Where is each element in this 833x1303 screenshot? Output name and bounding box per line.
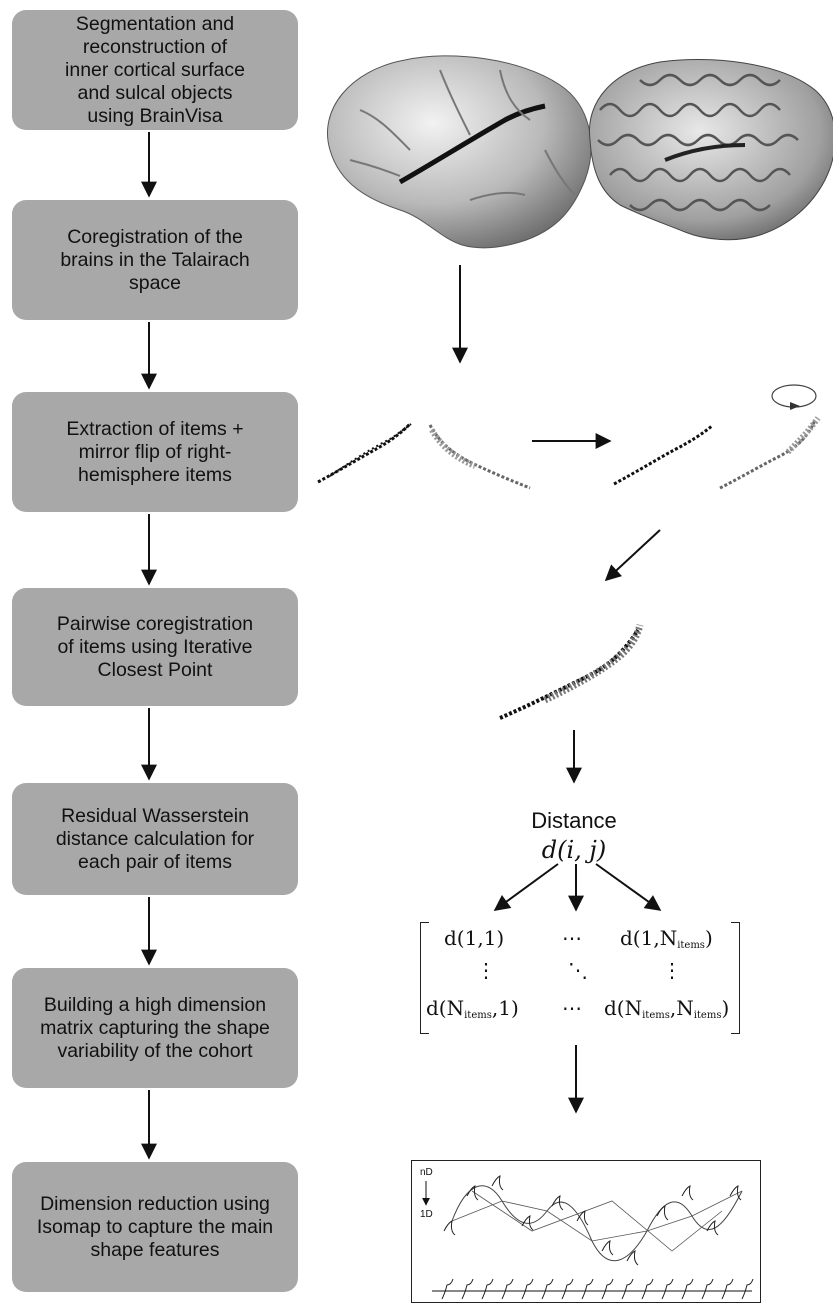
sulcus-item-image bbox=[428, 424, 531, 490]
matrix-cell-bottom-left: d(Nitems,1) bbox=[426, 996, 519, 1021]
matrix-hdots-top: ⋯ bbox=[562, 926, 582, 950]
arrow-distance-left bbox=[493, 863, 559, 911]
matrix-vdots-right: ⋮ bbox=[662, 958, 682, 982]
sulcus-item-image bbox=[499, 623, 644, 720]
isomap-nd-label: nD bbox=[420, 1167, 433, 1178]
arrow-distance-right bbox=[595, 863, 662, 911]
step-extraction: Extraction of items + mirror flip of rig… bbox=[12, 392, 298, 512]
matrix-vdots-left: ⋮ bbox=[476, 958, 496, 982]
step-coregistration: Coregistration of the brains in the Tala… bbox=[12, 200, 298, 320]
step-segmentation: Segmentation and reconstruction of inner… bbox=[12, 10, 298, 130]
brain-folded-image bbox=[588, 58, 833, 241]
arrow-to-overlap bbox=[604, 529, 661, 582]
step-pairwise-icp: Pairwise coregistration of items using I… bbox=[12, 588, 298, 706]
matrix-left-bracket bbox=[420, 922, 429, 1034]
sulcus-item-image bbox=[613, 424, 713, 486]
matrix-cell-top-left: d(1,1) bbox=[444, 926, 505, 950]
distance-label: Distance bbox=[531, 808, 617, 833]
sulcus-item-image bbox=[719, 416, 821, 490]
matrix-right-bracket bbox=[731, 922, 740, 1034]
isomap-graphic bbox=[422, 1175, 754, 1300]
distance-matrix: d(1,1) ⋯ d(1,Nitems) ⋮ ⋱ ⋮ d(Nitems,1) ⋯… bbox=[418, 914, 742, 1042]
isomap-plot-image: nD 1D bbox=[411, 1160, 761, 1303]
distance-formula: d(i, j) bbox=[541, 836, 607, 864]
step-isomap: Dimension reduction using Isomap to capt… bbox=[12, 1162, 298, 1292]
brain-surface-image bbox=[327, 55, 592, 249]
sulcus-item-image bbox=[317, 422, 412, 484]
matrix-cell-bottom-right: d(Nitems,Nitems) bbox=[604, 996, 730, 1021]
rotate-loop-icon bbox=[771, 384, 817, 410]
step-build-matrix: Building a high dimension matrix capturi… bbox=[12, 968, 298, 1088]
matrix-cell-top-right: d(1,Nitems) bbox=[620, 926, 713, 951]
step-wasserstein-distance: Residual Wasserstein distance calculatio… bbox=[12, 783, 298, 895]
isomap-1d-label: 1D bbox=[420, 1209, 433, 1220]
matrix-ddots: ⋱ bbox=[568, 958, 588, 982]
matrix-hdots-bottom: ⋯ bbox=[562, 996, 582, 1020]
